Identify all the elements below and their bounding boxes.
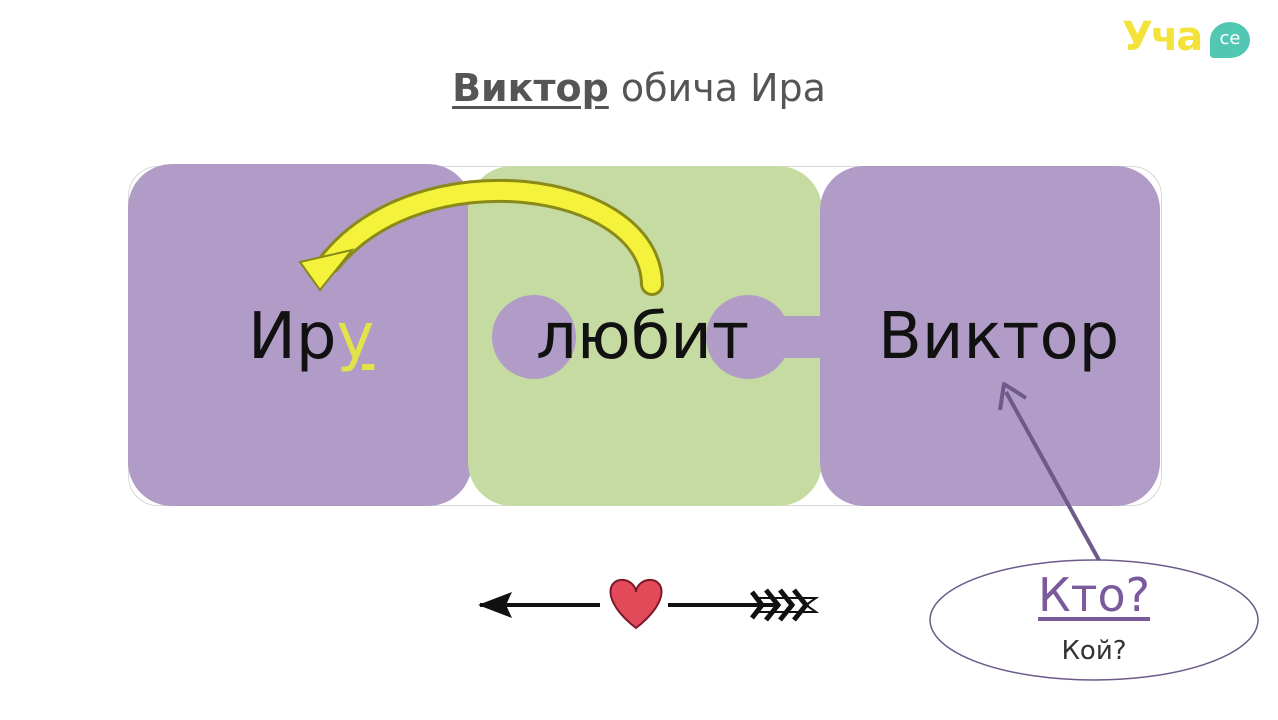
- title-subject: Виктор: [452, 66, 609, 110]
- object-word: Иру: [248, 300, 374, 374]
- arrow-icon: [478, 588, 820, 622]
- left-knob: [492, 295, 576, 379]
- verb-block: [468, 166, 822, 506]
- question-ellipse: [929, 559, 1259, 681]
- question-sub: Кой?: [1061, 636, 1127, 666]
- logo-badge: се: [1210, 22, 1250, 58]
- curved-arrow-icon: [298, 178, 664, 296]
- question-main: Кто?: [1037, 568, 1150, 622]
- verb-word: любит: [536, 300, 750, 374]
- title-rest: обича Ира: [608, 66, 826, 110]
- object-stem: Ир: [248, 300, 337, 374]
- question-bubble: Кто? Кой?: [928, 558, 1260, 680]
- question-arrow-icon: [998, 382, 1102, 563]
- page-title: Виктор обича Ира: [0, 66, 1278, 110]
- logo-text: Уча: [1122, 14, 1203, 60]
- object-ending: у: [336, 300, 375, 374]
- subject-word: Виктор: [878, 300, 1120, 374]
- right-connector: [740, 316, 830, 358]
- object-block: [128, 164, 472, 506]
- subject-block: [820, 166, 1160, 506]
- logo: Уча се: [1122, 14, 1258, 70]
- heart-icon: [609, 578, 663, 630]
